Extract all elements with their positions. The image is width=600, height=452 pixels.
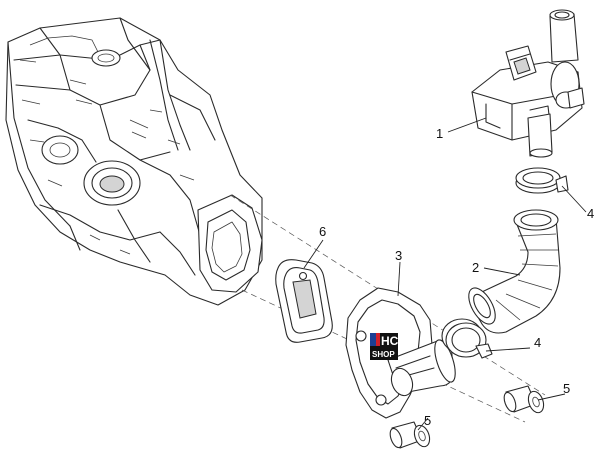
callout-3: 3 — [395, 248, 402, 263]
outlet-housing-part-3 — [345, 287, 456, 419]
gasket-part-6 — [275, 259, 333, 343]
callout-4-lower: 4 — [534, 335, 541, 350]
callout-1: 1 — [436, 126, 443, 141]
hc-shop-logo: HC SHOP — [370, 333, 399, 360]
hose-clamp-upper-part-4 — [515, 167, 569, 194]
logo-text-shop: SHOP — [372, 350, 395, 359]
callout-5-lower: 5 — [424, 413, 431, 428]
callout-labels: 1 2 3 4 4 5 5 6 — [319, 126, 594, 428]
bolt-upper-part-5 — [503, 385, 545, 414]
electric-valve-part-1 — [471, 9, 585, 158]
leader-lines — [303, 117, 587, 431]
bolt-lower-part-5 — [389, 421, 431, 449]
callout-6: 6 — [319, 224, 326, 239]
hose-clamp-lower-part-4 — [441, 318, 493, 359]
callout-4-upper: 4 — [587, 206, 594, 221]
coolant-hose-part-2 — [468, 209, 561, 334]
logo-text-hc: HC — [381, 334, 399, 348]
callout-2: 2 — [472, 260, 479, 275]
callout-5-upper: 5 — [563, 381, 570, 396]
cylinder-head-assembly — [5, 17, 263, 306]
